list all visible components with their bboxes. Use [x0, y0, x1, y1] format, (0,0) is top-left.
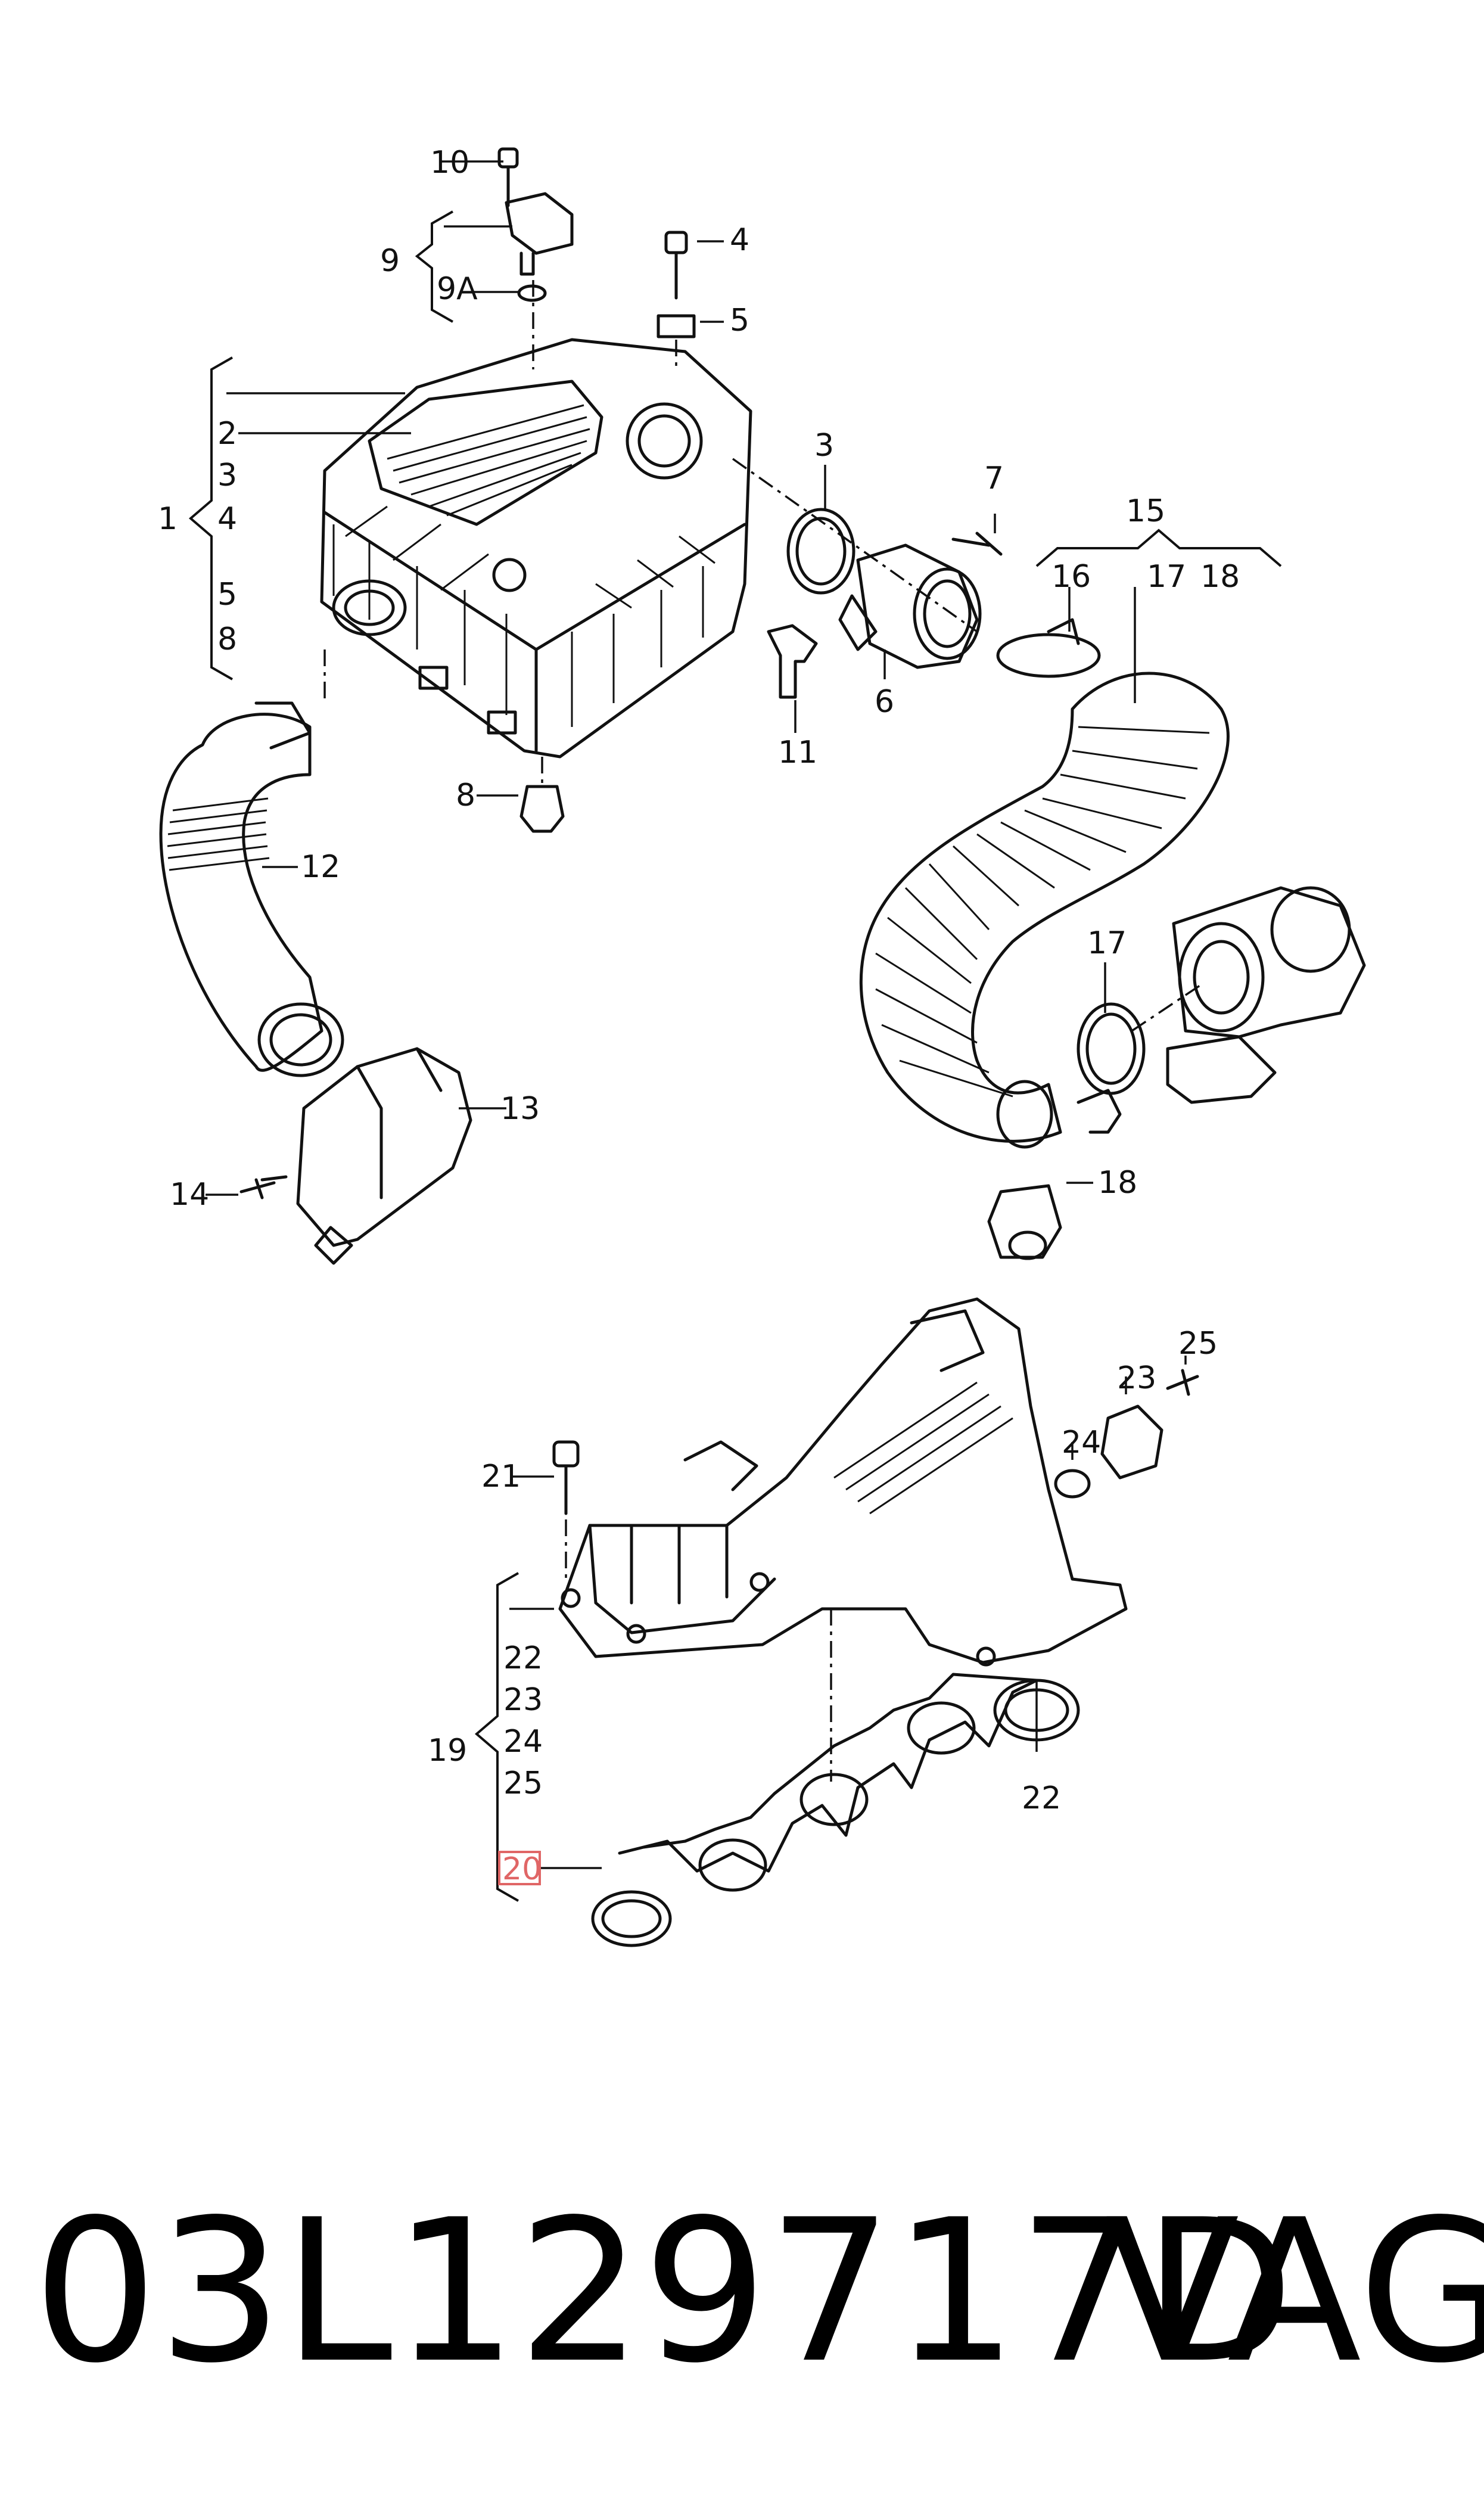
callout-17-list: 17 [1147, 559, 1186, 595]
callout-8-list: 8 [217, 621, 237, 657]
callout-23: 23 [1117, 1360, 1156, 1396]
callout-24-list: 24 [503, 1724, 543, 1760]
sensor-assembly-top [497, 147, 696, 369]
callout-15: 15 [1126, 493, 1165, 529]
callout-21: 21 [481, 1459, 521, 1494]
callout-9: 9 [380, 243, 400, 279]
callout-4: 4 [730, 222, 749, 258]
callout-25: 25 [1178, 1326, 1218, 1362]
air-filter-housing [320, 338, 752, 759]
callout-5: 5 [730, 303, 749, 338]
air-duct-13 [239, 1047, 472, 1265]
brace-9 [415, 210, 453, 323]
callout-2: 2 [217, 416, 237, 452]
callout-22-list: 22 [503, 1640, 543, 1676]
callout-20: 20 [502, 1851, 542, 1887]
brace-19 [474, 1572, 519, 1902]
intake-hose-12 [159, 649, 344, 1077]
turbocharger-outlet [1077, 886, 1366, 1104]
callout-3: 3 [814, 428, 834, 464]
callout-25-list: 25 [503, 1766, 543, 1801]
callout-3-list: 3 [217, 458, 237, 493]
manifold-bolt-21 [552, 1440, 580, 1579]
intake-manifold [558, 1297, 1128, 1667]
callout-18: 18 [1098, 1165, 1137, 1201]
callout-5-list: 5 [217, 577, 237, 613]
rubber-mount [519, 757, 565, 833]
callout-14: 14 [170, 1177, 209, 1213]
callout-23-list: 23 [503, 1682, 543, 1718]
callout-24: 24 [1062, 1425, 1101, 1460]
callout-12: 12 [301, 849, 340, 885]
brand-label: VAG [1105, 2177, 1484, 2406]
part-number: 03L129717D [33, 2177, 1295, 2406]
callout-9a: 9A [437, 271, 478, 307]
callout-8: 8 [456, 778, 475, 813]
callout-19: 19 [428, 1733, 467, 1769]
manifold-sensor-23 [1054, 1369, 1199, 1499]
callout-10: 10 [430, 145, 469, 181]
callout-20-highlight [498, 1851, 541, 1885]
callout-6: 6 [875, 684, 894, 720]
charge-air-hose-15 [859, 618, 1230, 1260]
callout-16: 16 [1051, 559, 1091, 595]
callout-13: 13 [500, 1091, 540, 1127]
callout-17: 17 [1087, 925, 1127, 961]
callout-4-list: 4 [217, 501, 237, 537]
callout-18-list: 18 [1200, 559, 1240, 595]
brace-1 [188, 356, 233, 680]
callout-22: 22 [1022, 1780, 1061, 1816]
maf-sensor-assembly [732, 458, 1003, 669]
callout-11: 11 [778, 735, 817, 770]
elbow-connector [767, 624, 818, 699]
callout-7: 7 [984, 461, 1004, 496]
brace-15 [1035, 529, 1282, 567]
callout-1: 1 [158, 501, 178, 537]
